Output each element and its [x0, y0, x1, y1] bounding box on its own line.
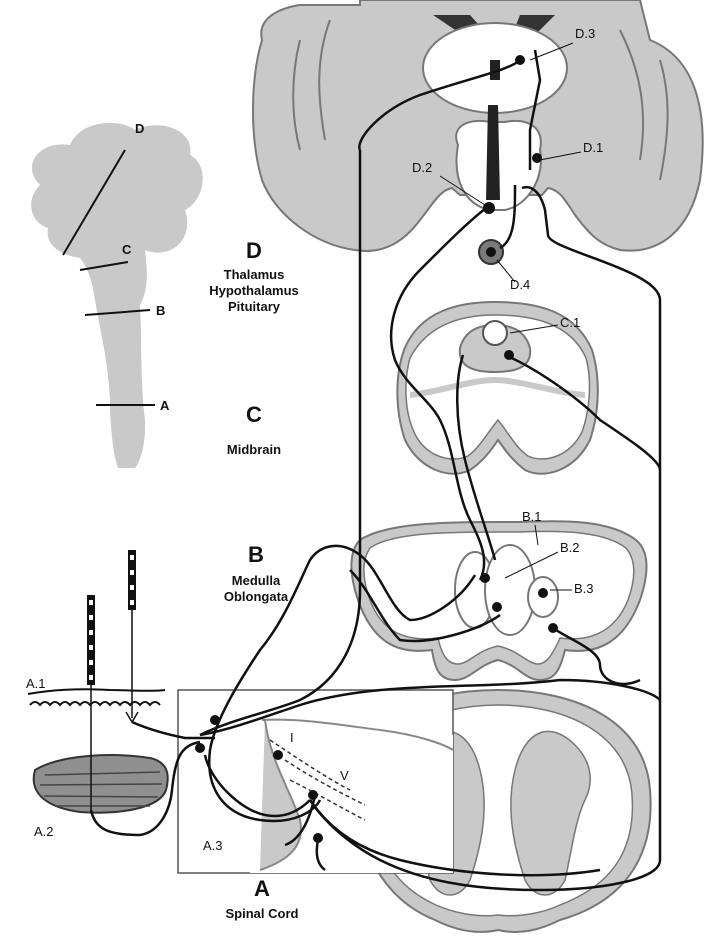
section-d-line2: Hypothalamus — [209, 283, 299, 298]
cut-label-a: A — [160, 398, 170, 413]
section-d-letter: D — [246, 238, 262, 263]
section-b-title: B Medulla Oblongata — [224, 542, 289, 604]
label-b3: B.3 — [574, 581, 594, 596]
section-a-title: A Spinal Cord — [226, 876, 299, 921]
label-lamina-v: V — [340, 768, 349, 783]
section-a-line1: Spinal Cord — [226, 906, 299, 921]
section-d-line1: Thalamus — [224, 267, 285, 282]
section-b-line2: Oblongata — [224, 589, 289, 604]
section-b-letter: B — [248, 542, 264, 567]
muscle-tissue — [34, 755, 168, 813]
label-a3: A.3 — [203, 838, 223, 853]
label-lamina-i: I — [290, 730, 294, 745]
cut-label-b: B — [156, 303, 165, 318]
section-a-letter: A — [254, 876, 270, 901]
brainstem-silhouette — [31, 123, 203, 468]
section-c-title: C Midbrain — [227, 402, 281, 457]
cut-label-c: C — [122, 242, 132, 257]
label-b2: B.2 — [560, 540, 580, 555]
section-c-line1: Midbrain — [227, 442, 281, 457]
label-d2: D.2 — [412, 160, 432, 175]
label-d3: D.3 — [575, 26, 595, 41]
label-d1: D.1 — [583, 140, 603, 155]
forebrain-section — [253, 0, 703, 264]
label-b1: B.1 — [522, 509, 542, 524]
cut-label-d: D — [135, 121, 144, 136]
section-d-line3: Pituitary — [228, 299, 281, 314]
skin-layer — [28, 689, 165, 705]
medulla-section — [351, 521, 646, 680]
label-a2: A.2 — [34, 824, 54, 839]
section-d-title: D Thalamus Hypothalamus Pituitary — [209, 238, 299, 314]
label-c1: C.1 — [560, 315, 580, 330]
section-b-line1: Medulla — [232, 573, 281, 588]
label-a1: A.1 — [26, 676, 46, 691]
section-c-letter: C — [246, 402, 262, 427]
